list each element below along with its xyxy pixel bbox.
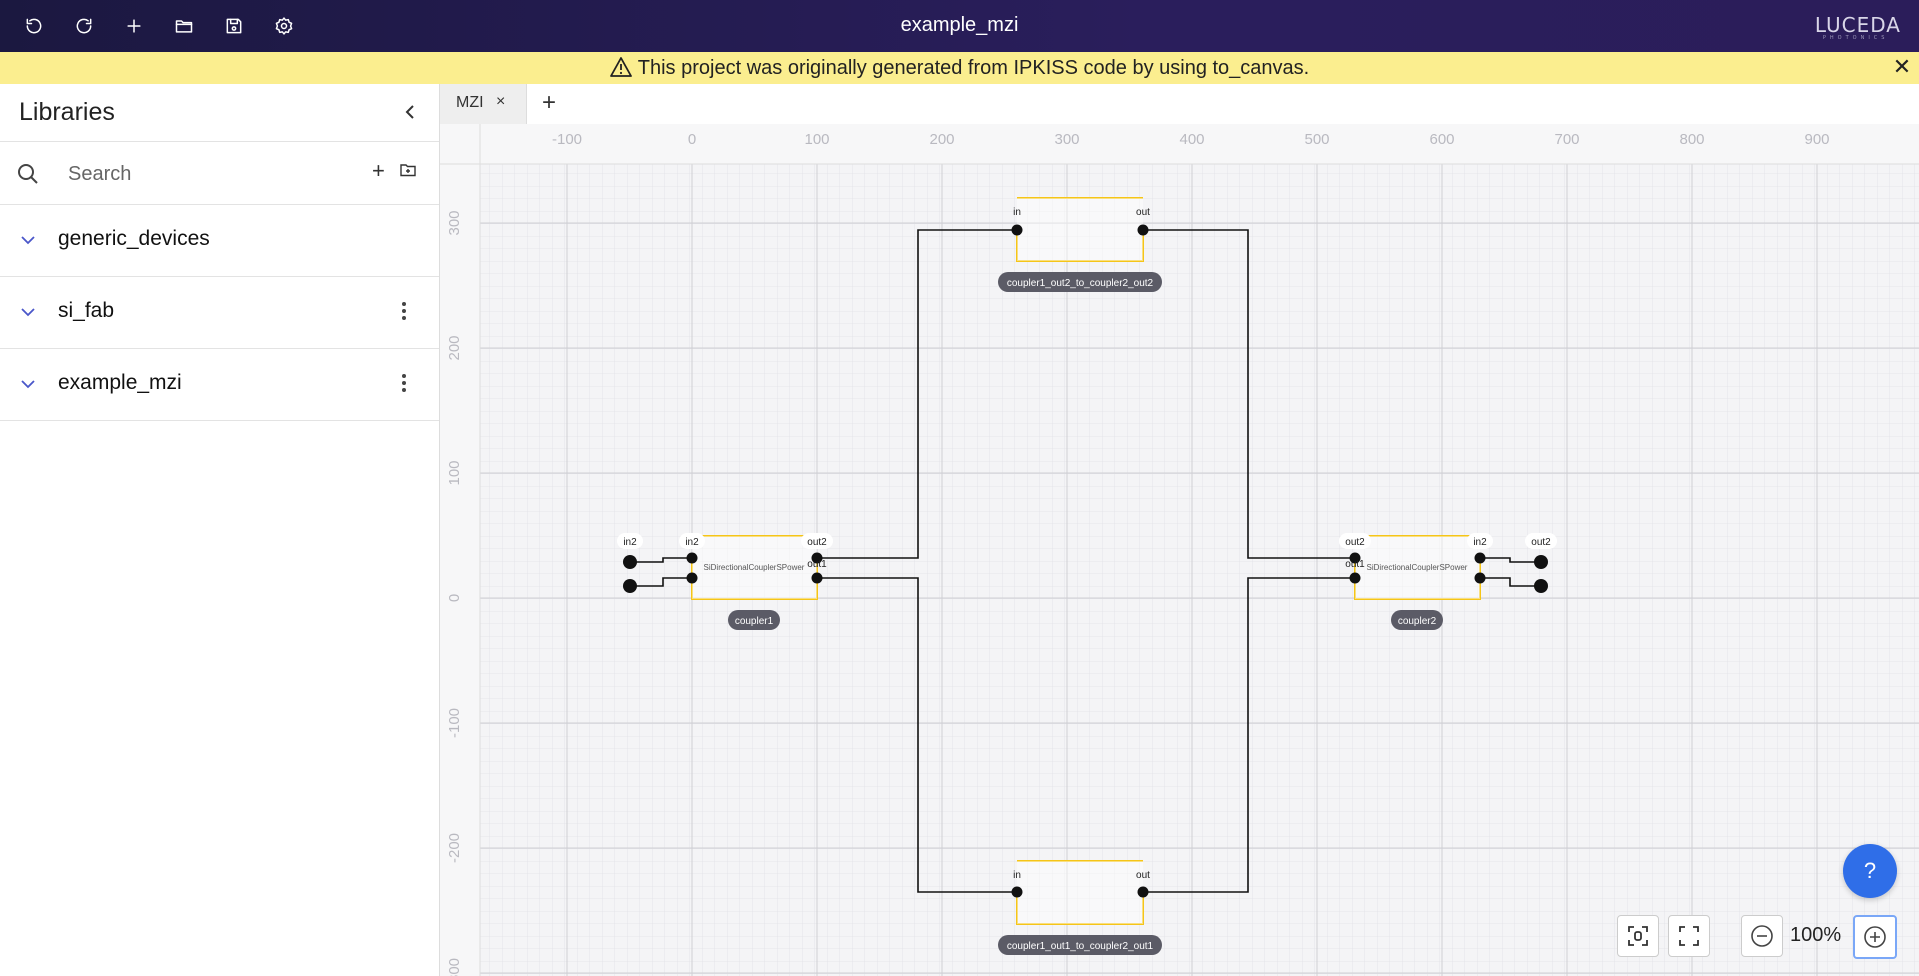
port-label: out	[1136, 207, 1150, 218]
port-label: in2	[1473, 537, 1487, 548]
chevron-down-icon[interactable]	[20, 377, 36, 395]
x-tick: 600	[1429, 131, 1454, 148]
x-tick: 400	[1179, 131, 1204, 148]
sidebar-header: Libraries	[0, 84, 439, 142]
coupler1-cell-name: SiDirectionalCouplerSPower	[704, 563, 805, 572]
wg-bottom-label: coupler1_out1_to_coupler2_out1	[1007, 941, 1154, 952]
canvas-svg[interactable]: -100 0 100 200 300 400 500 600 700 800 9…	[440, 124, 1919, 976]
y-tick: -100	[446, 708, 463, 738]
coupler1-label: coupler1	[735, 616, 774, 627]
search-input[interactable]	[66, 156, 350, 192]
port-label: out1	[1345, 559, 1365, 570]
library-label: generic_devices	[58, 227, 210, 251]
zoom-out-button[interactable]	[1741, 915, 1783, 957]
coupler2-label: coupler2	[1398, 616, 1437, 627]
library-item-example-mzi[interactable]: example_mzi	[0, 349, 439, 421]
search-bar: +	[0, 142, 439, 205]
help-button[interactable]: ?	[1843, 844, 1897, 898]
tab-bar: MZI × +	[440, 84, 1919, 125]
y-tick: 200	[446, 335, 463, 360]
x-tick: 100	[804, 131, 829, 148]
expand-icon	[1677, 924, 1701, 948]
port-label: out	[1136, 870, 1150, 881]
tab-label: MZI	[456, 94, 484, 112]
wg-top-label: coupler1_out2_to_coupler2_out2	[1007, 278, 1154, 289]
wg-top-component[interactable]: in out coupler1_out2_to_coupler2_out2	[998, 198, 1162, 292]
y-tick: 0	[446, 594, 463, 602]
fit-view-button[interactable]	[1617, 915, 1659, 957]
zoom-level: 100%	[1790, 924, 1841, 947]
chevron-left-icon	[401, 102, 421, 122]
x-tick: 800	[1679, 131, 1704, 148]
port-label: in2	[685, 537, 699, 548]
minus-circle-icon	[1749, 923, 1775, 949]
x-tick: 300	[1054, 131, 1079, 148]
fullscreen-button[interactable]	[1668, 915, 1710, 957]
warning-banner: This project was originally generated fr…	[0, 52, 1919, 84]
tab-mzi[interactable]: MZI ×	[440, 84, 527, 124]
x-tick: 700	[1554, 131, 1579, 148]
port-label: in	[1013, 207, 1021, 218]
app-title: example_mzi	[0, 14, 1919, 37]
x-tick: 0	[688, 131, 696, 148]
port-label: out1	[807, 559, 827, 570]
x-tick: -100	[552, 131, 582, 148]
y-tick: 100	[446, 460, 463, 485]
x-tick: 900	[1804, 131, 1829, 148]
x-tick: 500	[1304, 131, 1329, 148]
port-label: in2	[623, 537, 637, 548]
y-tick: -200	[446, 833, 463, 863]
port-label: out2	[1345, 537, 1365, 548]
add-tab-button[interactable]: +	[542, 89, 556, 117]
close-banner-button[interactable]: ✕	[1891, 56, 1913, 78]
banner-text: This project was originally generated fr…	[638, 57, 1309, 79]
port-label: out2	[1531, 537, 1551, 548]
add-library-button[interactable]: +	[372, 160, 385, 182]
more-options-icon[interactable]	[398, 371, 410, 397]
wg-bottom-component[interactable]: in out coupler1_out1_to_coupler2_out1	[998, 861, 1162, 955]
library-item-generic-devices[interactable]: generic_devices	[0, 205, 439, 277]
plus-circle-icon	[1862, 924, 1888, 950]
x-tick: 200	[929, 131, 954, 148]
more-options-icon[interactable]	[398, 299, 410, 325]
coupler2-cell-name: SiDirectionalCouplerSPower	[1367, 563, 1468, 572]
zoom-in-button[interactable]	[1853, 915, 1897, 959]
add-folder-icon[interactable]	[400, 162, 416, 183]
port-label: out2	[807, 537, 827, 548]
library-item-si-fab[interactable]: si_fab	[0, 277, 439, 349]
y-tick: -300	[446, 958, 463, 976]
collapse-sidebar-button[interactable]	[401, 102, 421, 122]
warning-icon	[610, 57, 632, 83]
port-label: in	[1013, 870, 1021, 881]
library-label: si_fab	[58, 299, 114, 323]
chevron-down-icon[interactable]	[20, 233, 36, 251]
focus-icon	[1626, 924, 1650, 948]
y-tick: 300	[446, 210, 463, 235]
close-tab-button[interactable]: ×	[496, 93, 505, 111]
luceda-logo: LUCEDA PHOTONICS	[1815, 13, 1901, 37]
libraries-sidebar: Libraries + generic_devices si_fab examp…	[0, 84, 440, 976]
sidebar-title: Libraries	[19, 98, 115, 127]
library-label: example_mzi	[58, 371, 182, 395]
search-icon	[17, 163, 39, 190]
top-bar: example_mzi LUCEDA PHOTONICS	[0, 0, 1919, 52]
schematic-canvas[interactable]: -100 0 100 200 300 400 500 600 700 800 9…	[440, 124, 1919, 976]
chevron-down-icon[interactable]	[20, 305, 36, 323]
